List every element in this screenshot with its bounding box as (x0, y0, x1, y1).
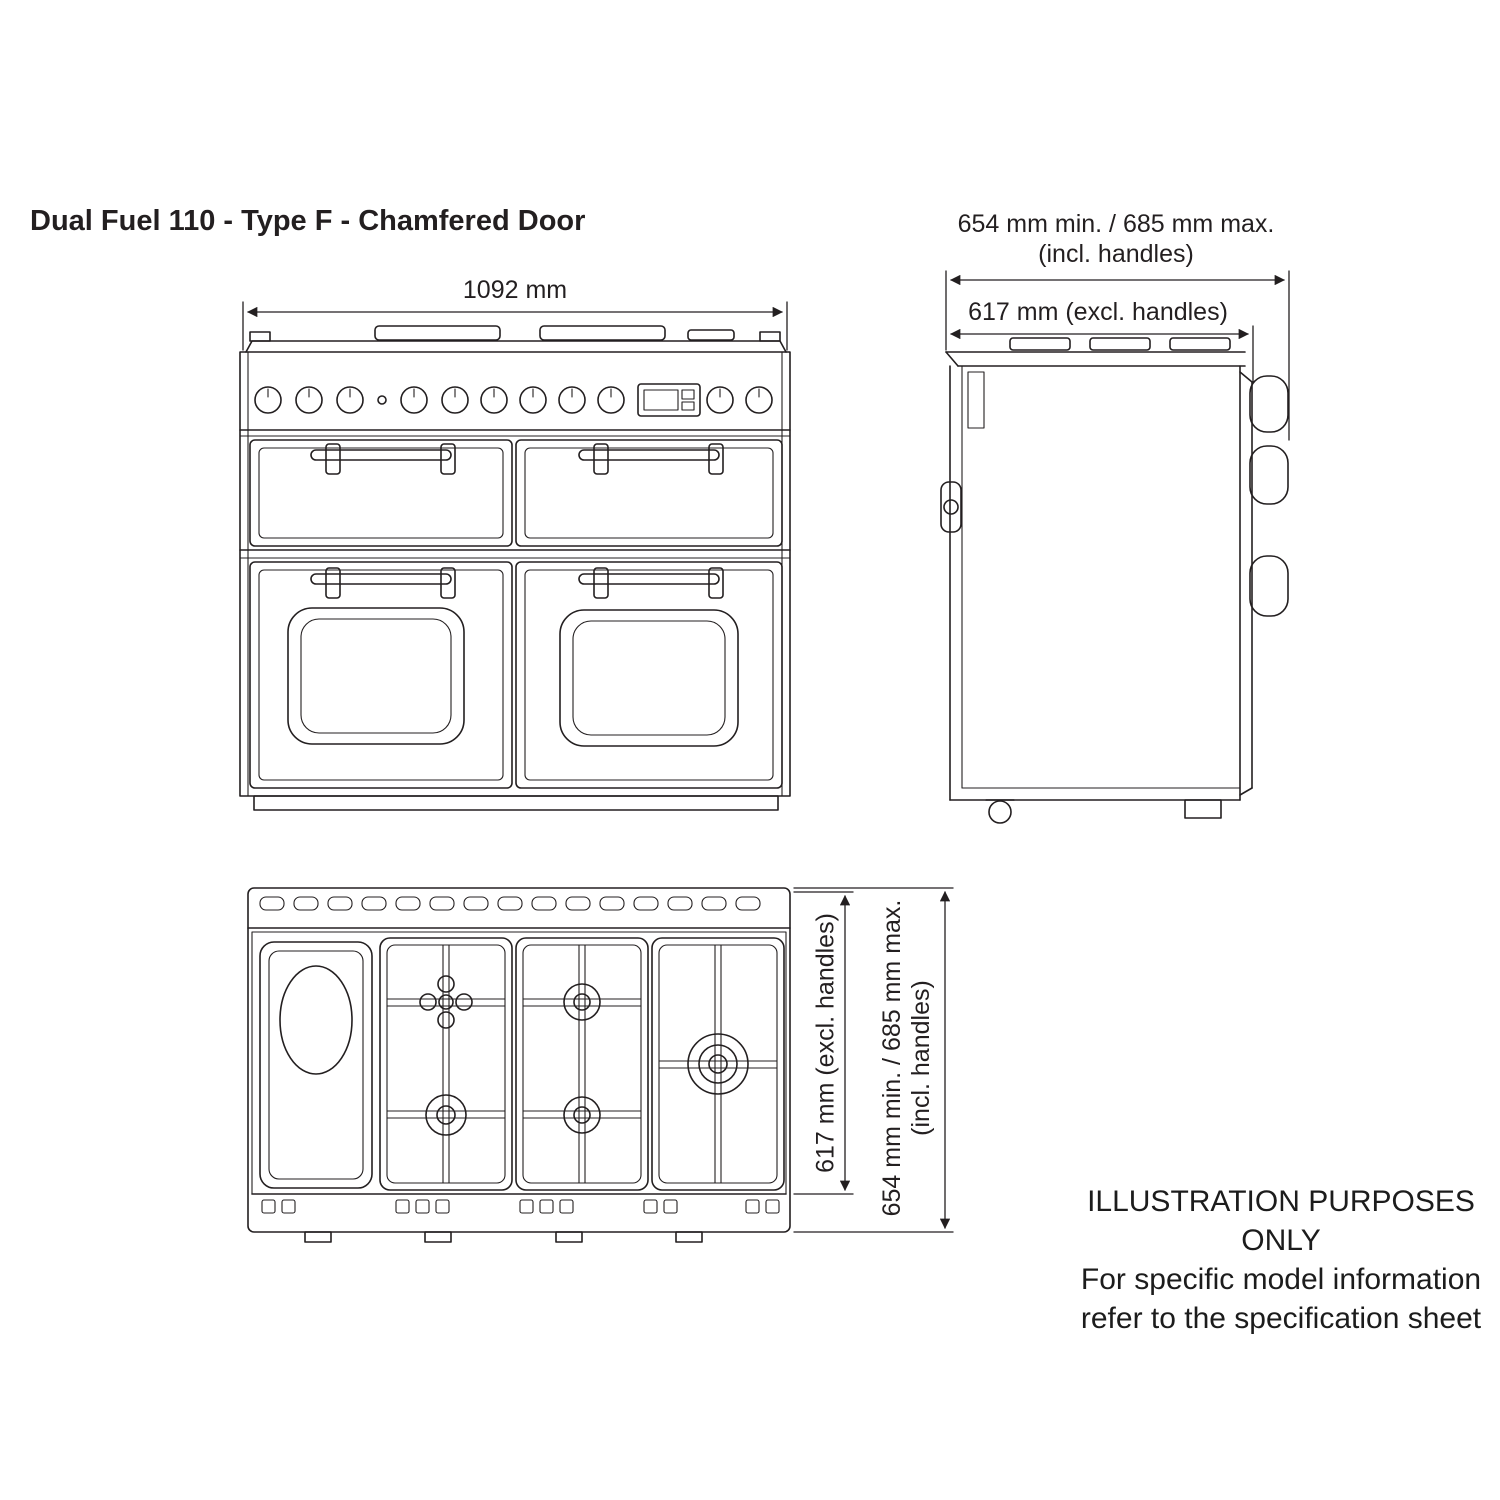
front-view-drawing (239, 325, 791, 811)
burner-clover (419, 975, 473, 1029)
side-depth-excl-label: 617 mm (excl. handles) (968, 298, 1228, 326)
plinth (253, 795, 779, 811)
upper-doors (249, 439, 783, 547)
feet-and-caster (985, 799, 1222, 824)
plan-depth-incl-label: 654 mm min. / 685 mm max. (incl. handles… (878, 900, 936, 1217)
plan-depth-incl-label-2: (incl. handles) (907, 980, 935, 1136)
plan-depth-dimensions (793, 887, 954, 1233)
vent-slots (259, 896, 761, 911)
flue-detail (967, 371, 985, 429)
burner-grate-1 (379, 937, 513, 1191)
handle-marks (304, 1231, 703, 1243)
plan-depth-excl-label: 617 mm (excl. handles) (811, 913, 840, 1173)
oven-window-right (559, 609, 739, 747)
disclaimer-line-2: For specific model information (1080, 1263, 1482, 1296)
side-depth-dimensions (945, 270, 1290, 441)
disclaimer-line-3: refer to the specification sheet (1080, 1302, 1482, 1335)
burner-medium-2 (563, 1096, 601, 1134)
side-depth-incl-label-1: 654 mm min. / 685 mm max. (957, 210, 1275, 238)
disclaimer: ILLUSTRATION PURPOSES ONLY For specific … (1062, 1182, 1500, 1338)
side-view-svg (940, 270, 1290, 824)
side-door-handles (1249, 375, 1289, 617)
plan-view-drawing (247, 887, 791, 1243)
front-width-dimension (242, 301, 788, 351)
control-knobs (254, 386, 773, 414)
oven-window-left (287, 607, 465, 745)
burner-small (425, 1094, 467, 1136)
gas-inlet-bracket (940, 481, 962, 533)
side-pan-supports (1009, 337, 1231, 351)
burner-medium-1 (563, 983, 601, 1021)
front-width-label: 1092 mm (462, 276, 568, 304)
lower-doors (249, 561, 783, 789)
front-view-svg (239, 301, 791, 811)
disclaimer-line-1: ILLUSTRATION PURPOSES ONLY (1087, 1185, 1475, 1257)
front-edge-tabs (261, 1199, 780, 1214)
clock-display (637, 383, 701, 417)
side-depth-incl-label-2: (incl. handles) (1038, 240, 1194, 268)
wok-burner (687, 1033, 749, 1095)
plan-view-svg (247, 887, 954, 1243)
burner-grate-2 (515, 937, 649, 1191)
griddle-plate (259, 941, 373, 1189)
hob-edge-pan-supports (249, 325, 781, 342)
side-view-drawing (940, 337, 1289, 824)
burner-grate-3 (651, 937, 785, 1191)
plan-depth-incl-label-1: 654 mm min. / 685 mm max. (878, 899, 906, 1217)
page-title: Dual Fuel 110 - Type F - Chamfered Door (30, 205, 586, 237)
